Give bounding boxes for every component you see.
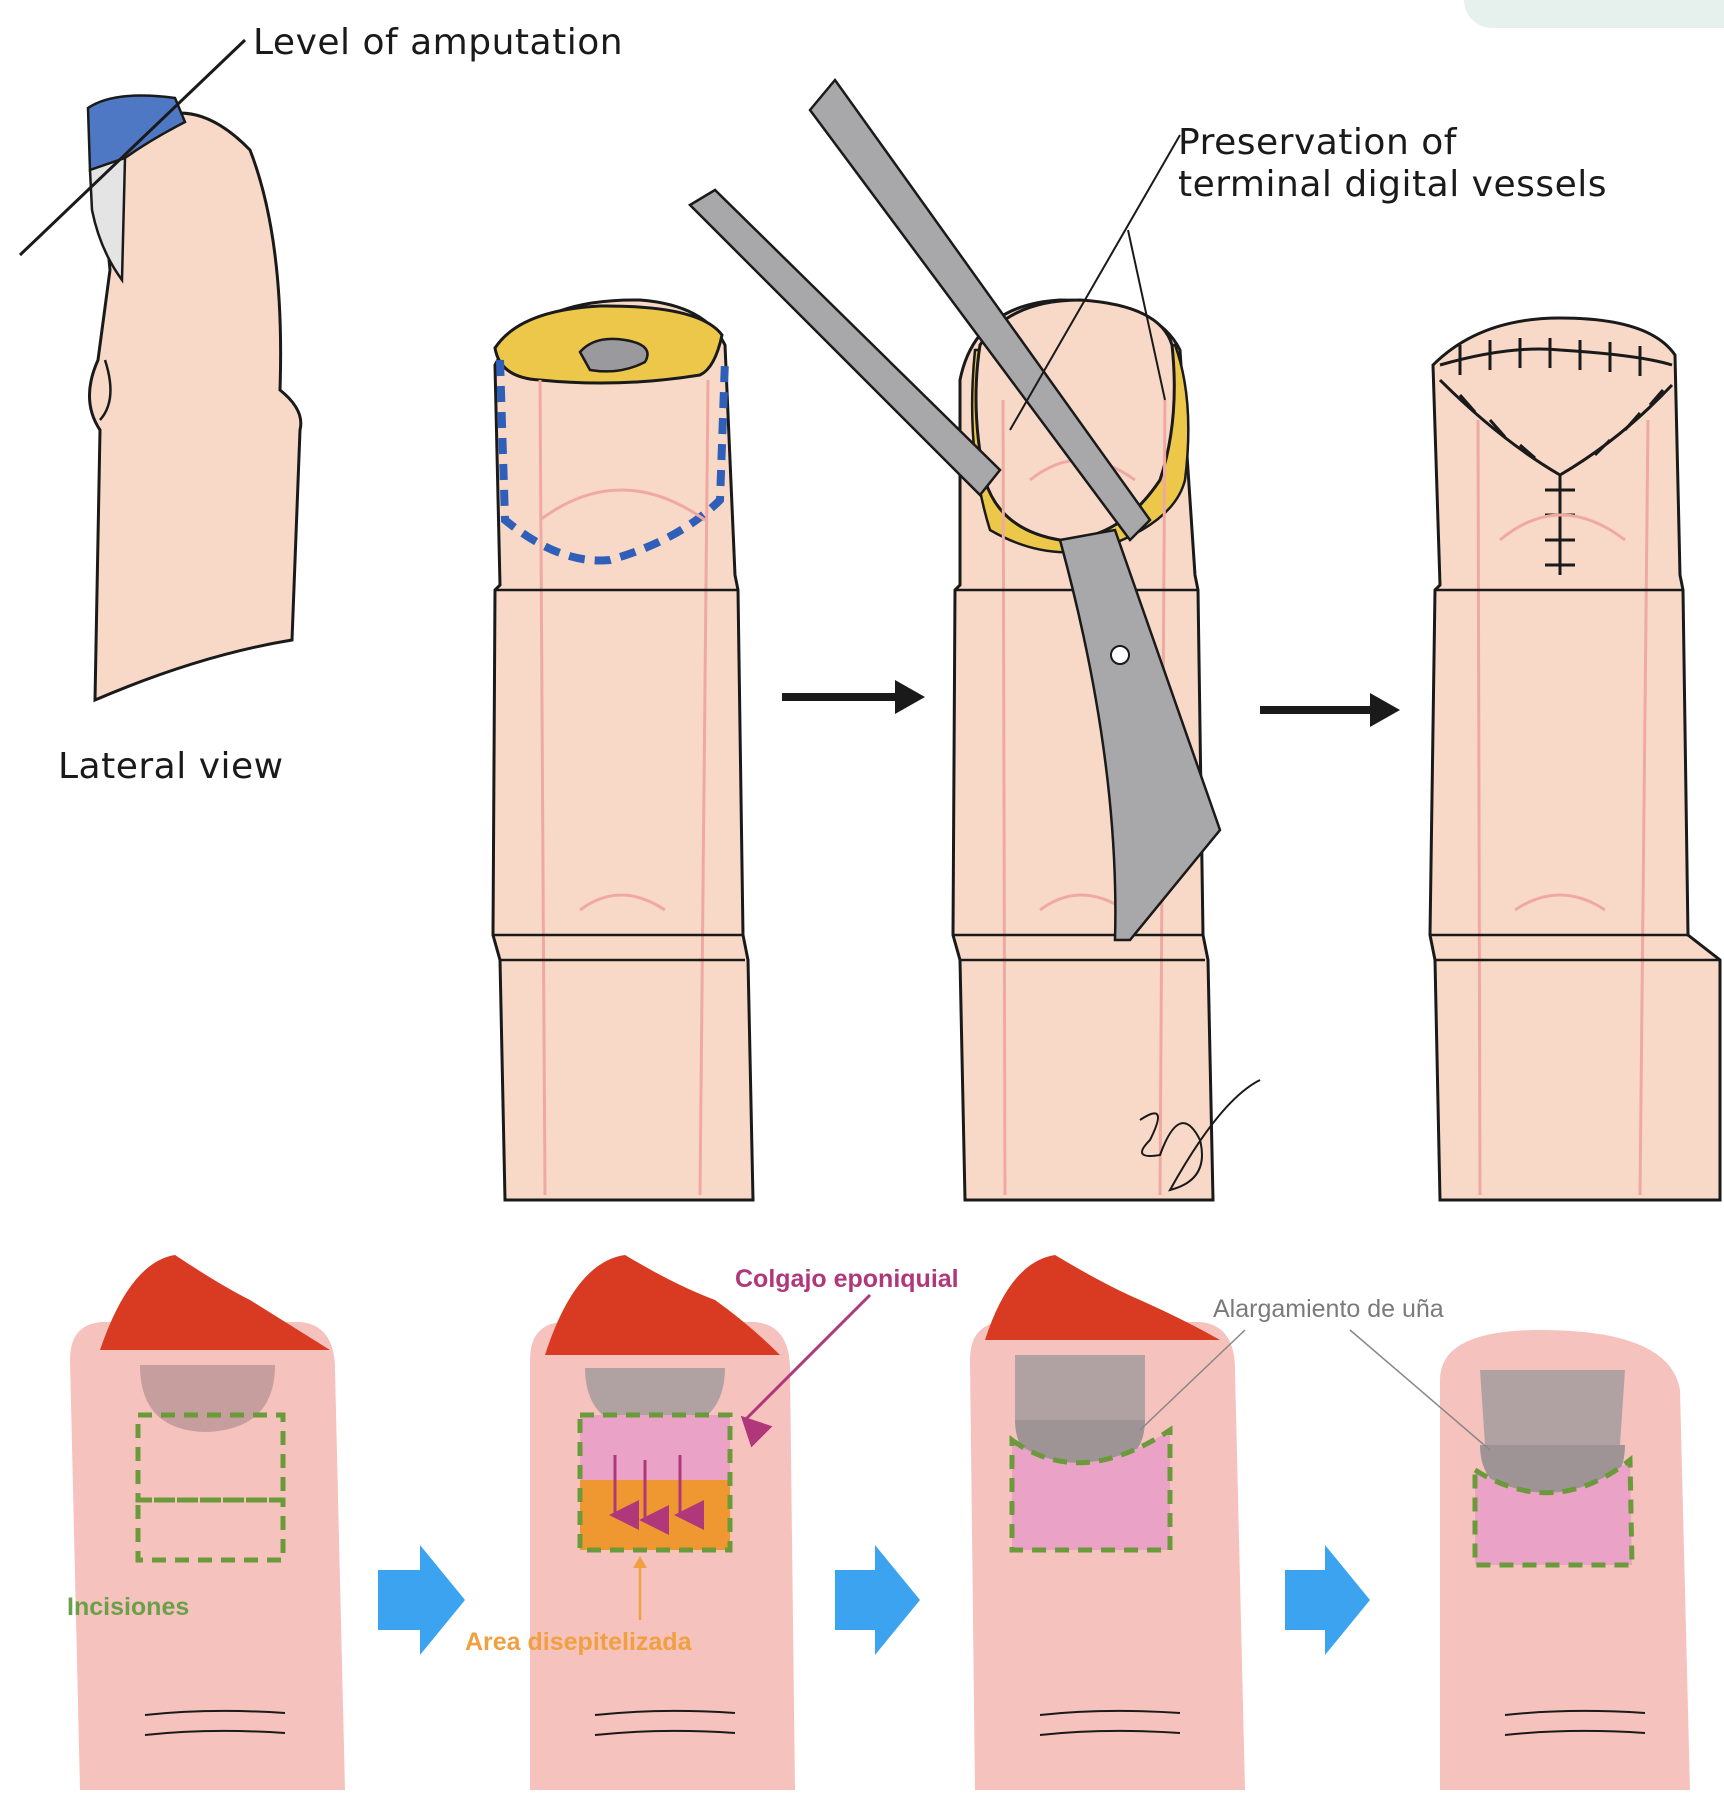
- finger-with-forceps: [690, 80, 1260, 1200]
- label-preservation-line1: Preservation of: [1178, 122, 1457, 163]
- label-area-disepitelizada: Area disepitelizada: [465, 1628, 691, 1657]
- label-incisiones: Incisiones: [67, 1593, 189, 1622]
- label-lateral-view: Lateral view: [58, 746, 284, 787]
- arrow-right-1: [782, 680, 925, 714]
- arrow-right-2: [1260, 693, 1400, 727]
- corner-decoration: [1464, 0, 1724, 28]
- label-preservation-line2: terminal digital vessels: [1178, 164, 1607, 205]
- label-colgajo-eponiquial: Colgajo eponiquial: [735, 1265, 959, 1294]
- finger-a-incisions: [70, 1255, 345, 1790]
- blue-arrow-2: [835, 1545, 920, 1655]
- nail-red: [100, 1255, 330, 1350]
- forceps-left-blade: [690, 190, 1000, 495]
- finger-b-flap: [530, 1255, 870, 1790]
- finger-d-final: [1350, 1330, 1690, 1790]
- finger-amputated-stump: [493, 300, 753, 1200]
- blue-arrow-3: [1285, 1545, 1370, 1655]
- blue-arrow-1: [378, 1545, 465, 1655]
- label-level-of-amputation: Level of amputation: [253, 22, 623, 63]
- label-alargamiento: Alargamiento de uña: [1213, 1295, 1444, 1324]
- finger-sutured: [1430, 318, 1720, 1200]
- finger-c-advanced: [970, 1255, 1245, 1790]
- lateral-view-finger: [20, 40, 301, 700]
- bone-cross-section: [580, 339, 648, 372]
